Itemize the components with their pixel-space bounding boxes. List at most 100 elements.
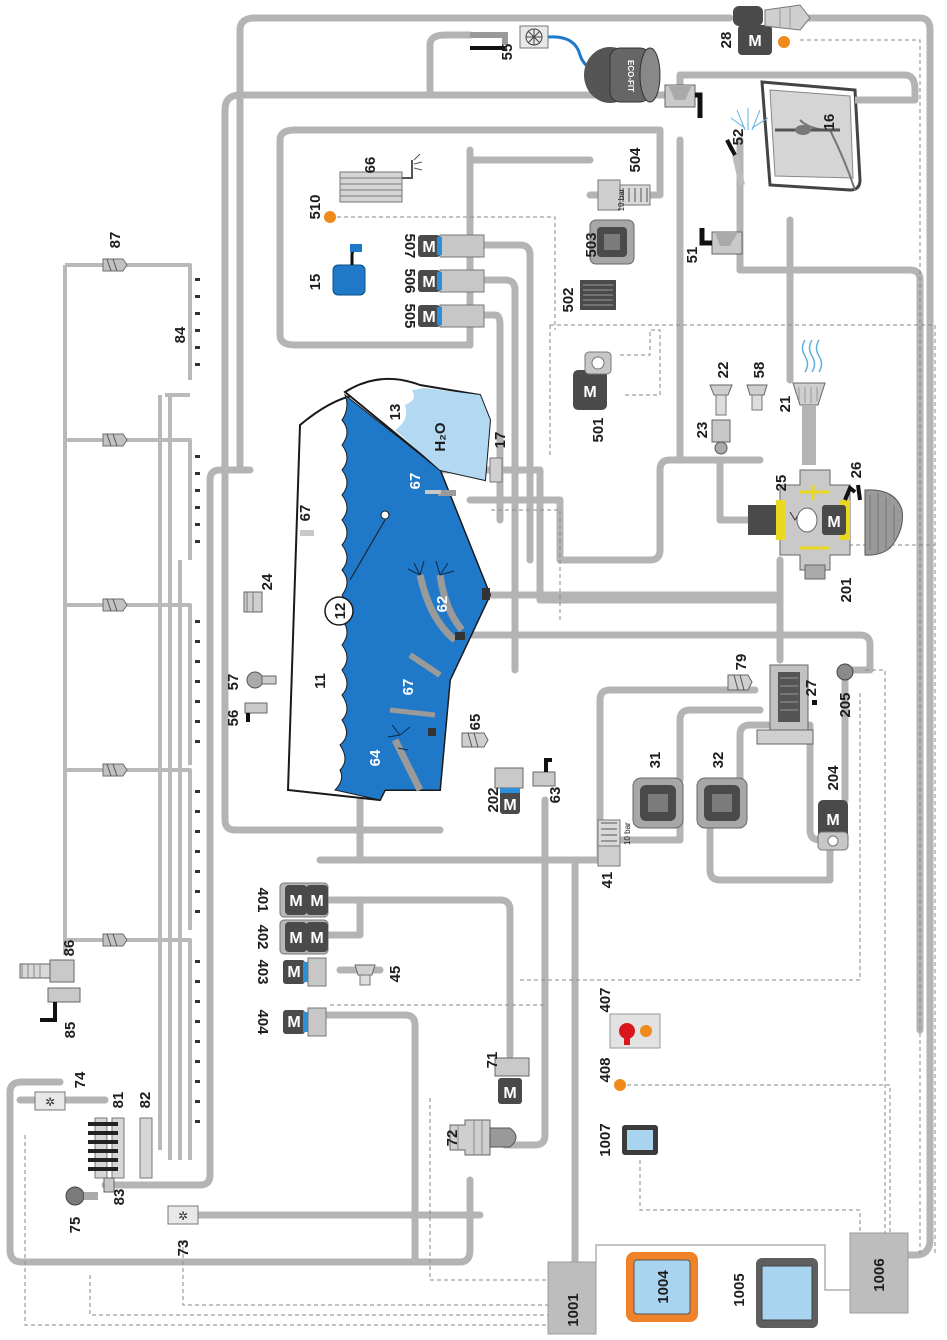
display-1005	[756, 1258, 818, 1328]
valve-65	[461, 732, 489, 748]
svg-text:M: M	[310, 893, 323, 910]
nozzle-62	[407, 560, 465, 643]
nozzle-52	[725, 108, 769, 186]
label-403: 403	[254, 959, 271, 984]
label-83: 83	[111, 1189, 128, 1206]
label-504: 504	[627, 147, 644, 173]
pump-32	[696, 777, 748, 829]
motor-204: M	[817, 800, 849, 851]
nozzle-row-3	[102, 598, 128, 612]
label-1001: 1001	[565, 1293, 582, 1326]
label-41: 41	[599, 872, 616, 889]
label-17: 17	[492, 432, 509, 449]
valve-top-t	[664, 84, 703, 118]
sensor-17	[489, 457, 503, 483]
sensor-408	[614, 1079, 626, 1091]
nozzle-row-5	[102, 933, 128, 947]
svg-text:ECO-FIT: ECO-FIT	[626, 60, 635, 92]
pipe-network	[6, 14, 934, 1274]
label-1005: 1005	[731, 1273, 748, 1306]
label-401: 401	[254, 887, 271, 912]
nozzle-45	[354, 964, 376, 986]
label-71: 71	[484, 1052, 501, 1069]
label-506: 506	[401, 268, 418, 293]
svg-text:M: M	[583, 384, 596, 401]
label-75: 75	[67, 1217, 84, 1234]
label-24: 24	[259, 573, 276, 590]
label-28: 28	[718, 32, 735, 49]
nozzle-67-top	[425, 490, 456, 496]
label-1004: 1004	[655, 1270, 672, 1304]
label-510: 510	[307, 194, 324, 219]
motor-507: M	[418, 234, 485, 258]
label-503: 503	[583, 232, 600, 257]
motor-501: M	[573, 351, 612, 410]
pump-31	[632, 777, 684, 829]
label-502: 502	[560, 287, 577, 312]
motor-402: M M	[279, 919, 329, 955]
label-26: 26	[848, 462, 865, 479]
canister-15	[332, 244, 366, 296]
valve-24	[243, 591, 263, 613]
motor-28: M	[733, 4, 811, 55]
motor-202: M	[494, 767, 524, 814]
valve-56	[244, 702, 268, 722]
label-201: 201	[838, 577, 855, 602]
label-85: 85	[62, 1022, 79, 1039]
label-1006: 1006	[871, 1258, 888, 1291]
pump-503	[589, 219, 635, 265]
label-32: 32	[710, 752, 727, 769]
labels: 1001 1004 1005 1006 1007 408 407 401 402…	[61, 32, 888, 1327]
label-56: 56	[225, 710, 242, 727]
label-501: 501	[590, 417, 607, 442]
label-67-top: 67	[407, 473, 424, 490]
svg-text:M: M	[503, 797, 516, 814]
svg-text:M: M	[422, 239, 435, 256]
label-65: 65	[467, 714, 484, 731]
svg-text:M: M	[287, 1014, 300, 1031]
svg-text:M: M	[748, 33, 761, 50]
label-25: 25	[773, 475, 790, 492]
label-507: 507	[401, 233, 418, 258]
filter-27	[756, 664, 817, 745]
nozzle-row-4	[102, 763, 128, 777]
marker-12-circle	[324, 596, 354, 626]
filter-73: ✲	[167, 1205, 199, 1225]
ecofit-drum: ECO-FIT	[584, 47, 661, 103]
svg-text:M: M	[422, 309, 435, 326]
label-202: 202	[485, 787, 502, 812]
label-79: 79	[733, 654, 750, 671]
label-22: 22	[715, 362, 732, 379]
nozzle-64	[387, 707, 436, 792]
label-13: 13	[387, 404, 404, 421]
label-407: 407	[597, 987, 614, 1012]
nozzle-bank-84	[102, 258, 200, 1123]
label-402: 402	[254, 924, 271, 949]
dosing-unit-16	[760, 80, 880, 192]
control-box-1006	[849, 1232, 909, 1314]
label-21: 21	[777, 396, 794, 413]
nozzle-21	[792, 339, 826, 465]
display-1004	[626, 1252, 698, 1322]
label-86: 86	[61, 940, 78, 957]
label-505: 505	[401, 303, 418, 328]
label-82: 82	[137, 1092, 154, 1109]
label-52: 52	[730, 129, 747, 146]
pressure-switch-504: 10 bar	[597, 179, 651, 211]
mixer-201: M	[748, 469, 903, 580]
nozzle-row-2	[102, 433, 128, 447]
label-404: 404	[254, 1009, 271, 1035]
svg-text:M: M	[503, 1085, 516, 1102]
label-64: 64	[367, 749, 384, 766]
label-55: 55	[499, 44, 516, 61]
valve-85-86	[19, 959, 81, 1022]
valve-23	[711, 419, 731, 455]
label-1007: 1007	[597, 1123, 614, 1156]
label-87: 87	[107, 232, 124, 249]
svg-text:M: M	[289, 893, 302, 910]
label-58: 58	[751, 362, 768, 379]
display-1007	[622, 1125, 658, 1155]
label-15: 15	[307, 274, 324, 291]
tank-13-water	[395, 388, 490, 480]
label-84: 84	[172, 326, 189, 343]
